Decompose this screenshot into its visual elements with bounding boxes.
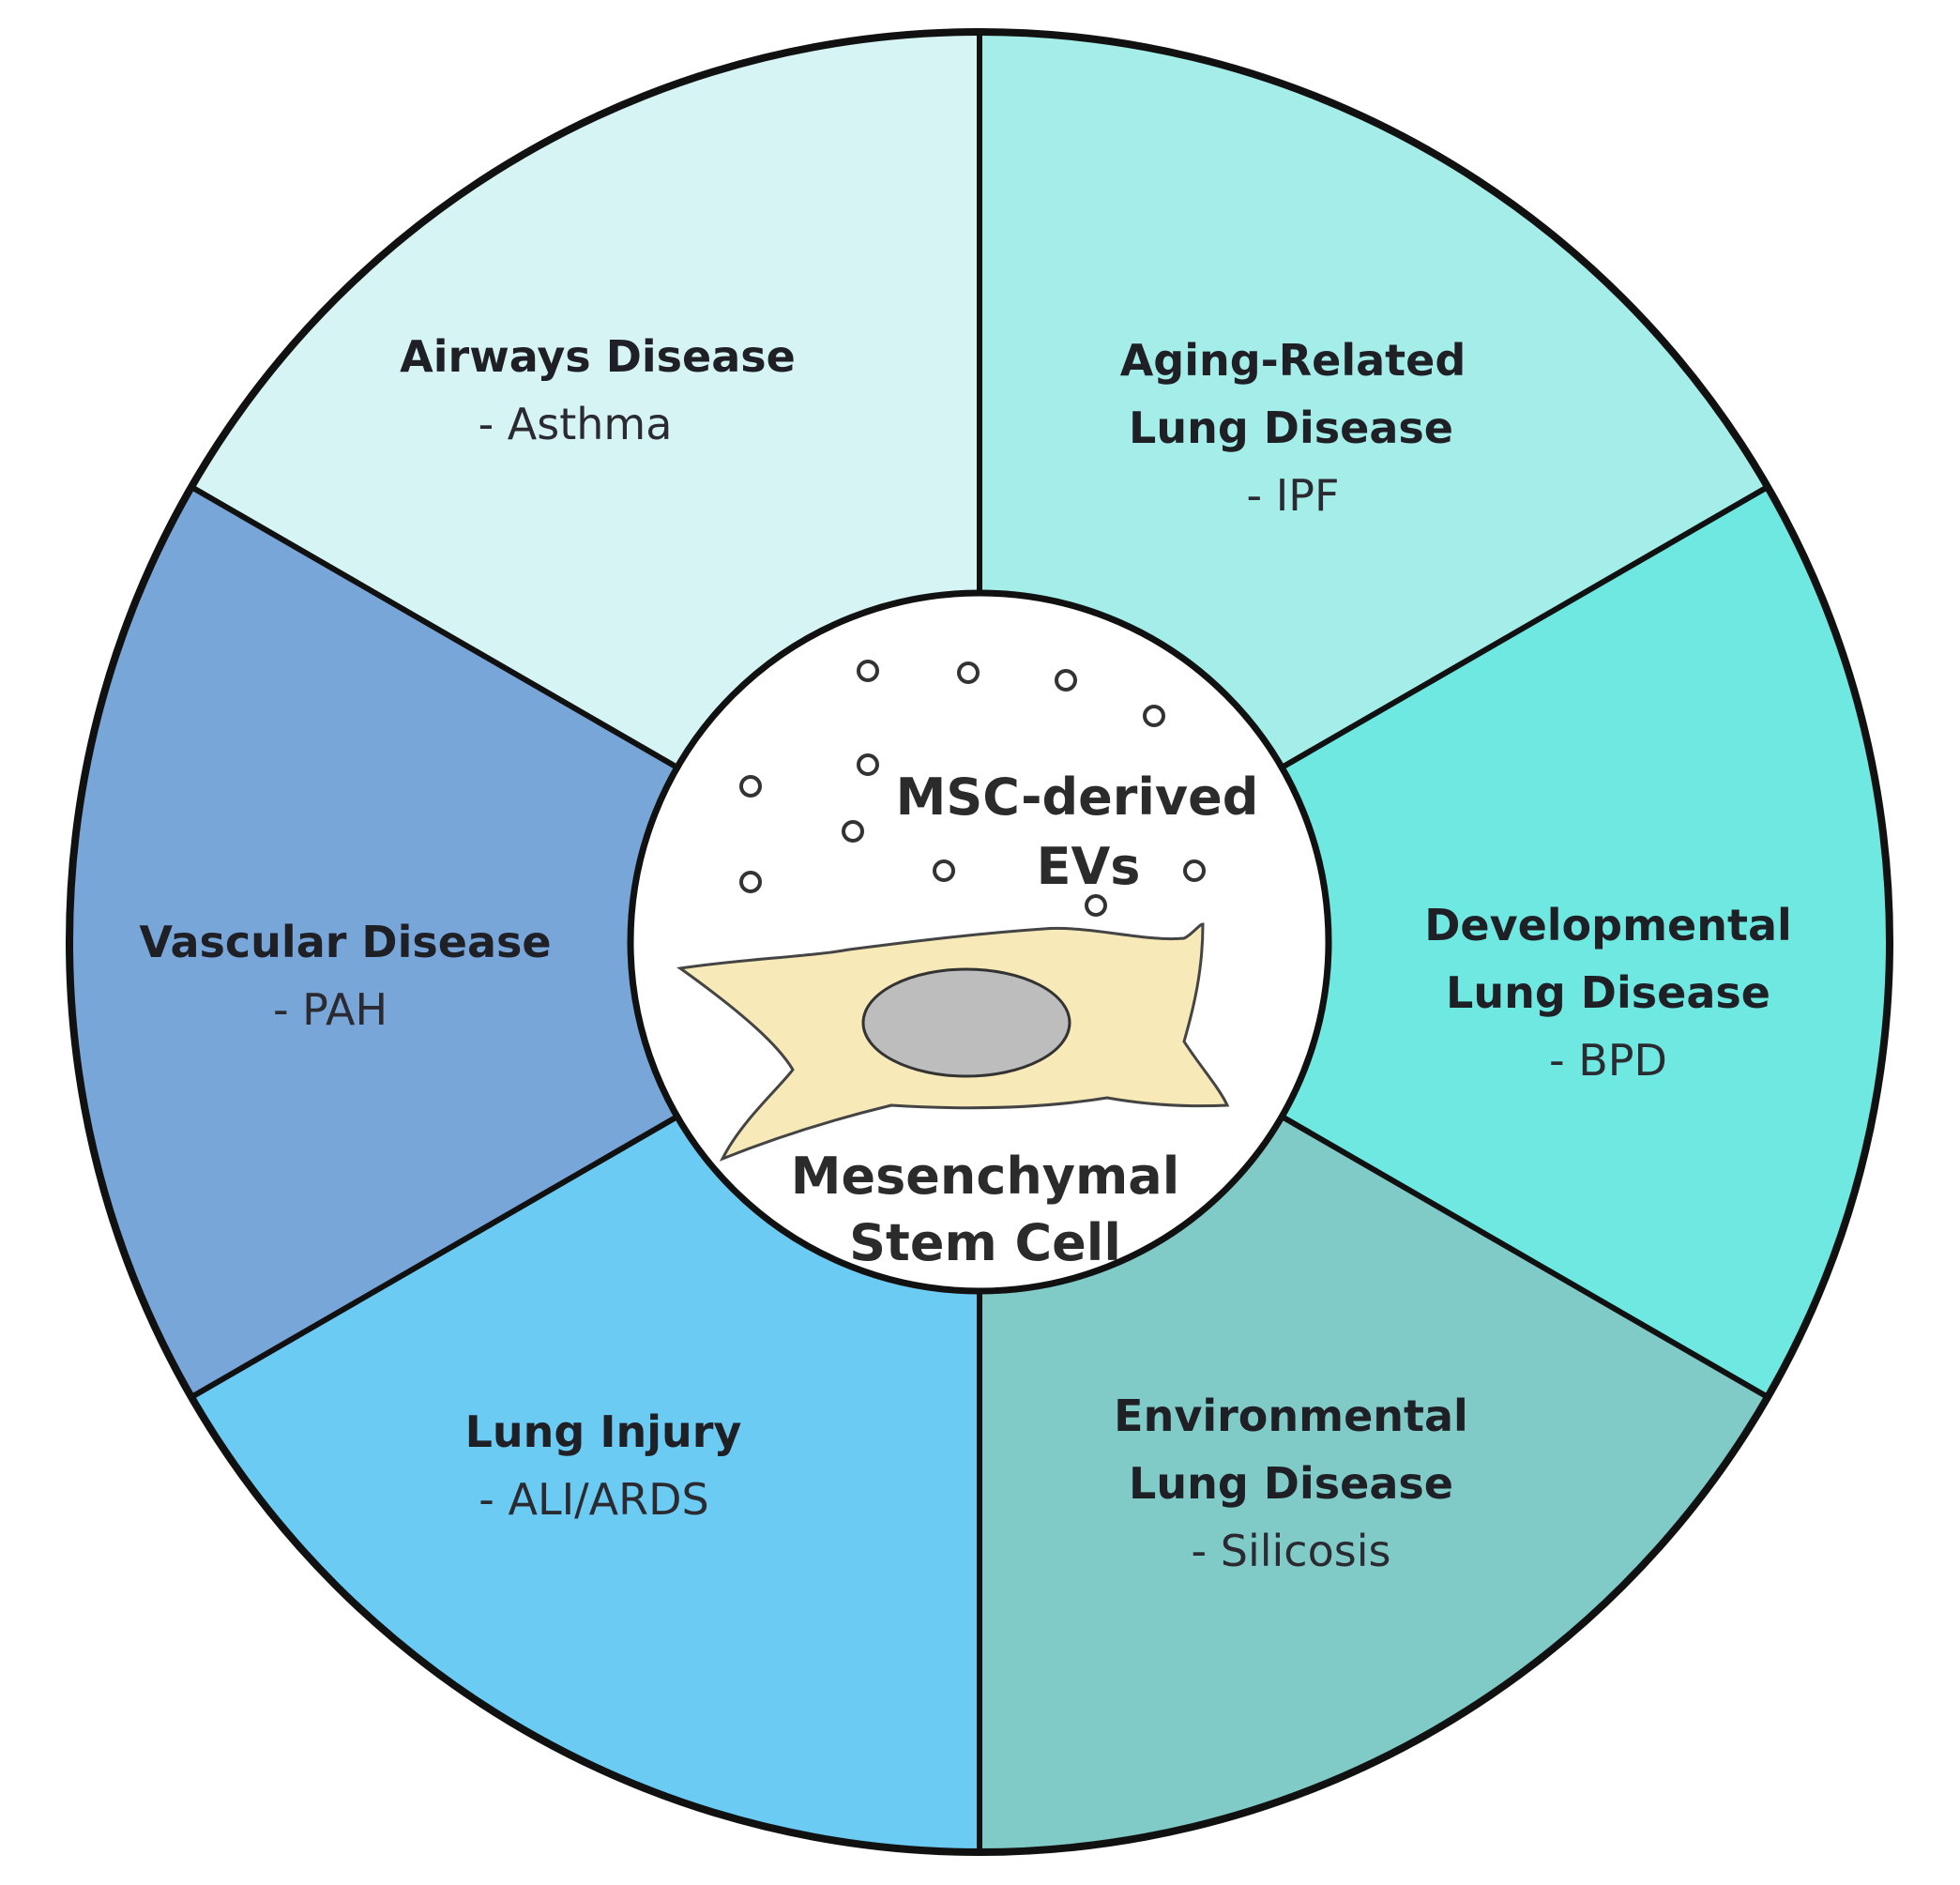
ev-dot — [739, 871, 762, 893]
segment-subtitle: - BPD — [1549, 1035, 1667, 1086]
segment-label-airways: Airways Disease - Asthma — [400, 331, 796, 449]
ev-label-line1: MSC-derived — [896, 768, 1259, 827]
segment-subtitle: - Asthma — [479, 399, 673, 449]
segment-label-environmental: Environmental Lung Disease - Silicosis — [1114, 1391, 1468, 1576]
segment-title: Vascular Disease — [139, 917, 551, 967]
ev-dots — [739, 660, 1206, 917]
segment-title: Aging-Related — [1120, 335, 1466, 386]
segment-label-aging: Aging-Related Lung Disease - IPF — [1120, 335, 1466, 521]
ev-dot — [957, 661, 980, 684]
segment-title: Lung Injury — [465, 1406, 742, 1457]
ev-dot — [1183, 859, 1206, 882]
stem-cell-nucleus — [861, 967, 1071, 1078]
ev-dot — [1143, 705, 1165, 727]
outer-ring — [66, 28, 1893, 1856]
segment-label-vascular: Vascular Disease - PAH — [139, 917, 551, 1035]
segment-label-injury: Lung Injury - ALI/ARDS — [465, 1406, 742, 1525]
ev-dot — [933, 859, 955, 882]
segment-label-developmental: Developmental Lung Disease - BPD — [1424, 900, 1792, 1086]
segment-title: Developmental — [1424, 900, 1792, 950]
segment-subtitle: - PAH — [273, 984, 387, 1035]
segment-subtitle: - ALI/ARDS — [479, 1474, 708, 1525]
segment-title: Lung Disease — [1129, 1458, 1453, 1509]
ev-dot — [1085, 894, 1107, 917]
ev-dot — [857, 753, 879, 776]
ev-dot — [1055, 669, 1077, 692]
ev-dot — [842, 820, 864, 843]
ev-label-line2: EVs — [1037, 837, 1141, 896]
segment-title: Lung Disease — [1446, 967, 1770, 1018]
cell-label-line2: Stem Cell — [849, 1213, 1121, 1272]
segment-title: Airways Disease — [400, 331, 796, 382]
ev-dot — [857, 660, 879, 682]
segment-title: Environmental — [1114, 1391, 1468, 1441]
segment-subtitle: - IPF — [1247, 470, 1340, 521]
cell-label-line1: Mesenchymal — [791, 1147, 1179, 1206]
ev-dot — [739, 775, 762, 798]
segment-title: Lung Disease — [1129, 403, 1453, 453]
segment-subtitle: - Silicosis — [1192, 1526, 1391, 1576]
